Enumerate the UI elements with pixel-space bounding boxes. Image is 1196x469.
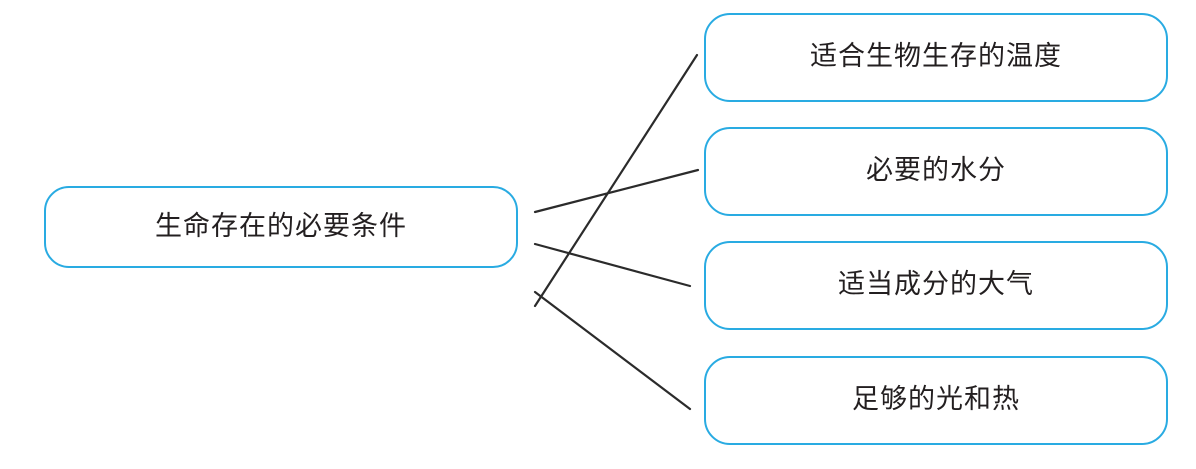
connector-line-3: [533, 290, 692, 411]
branch-node-label: 必要的水分: [866, 155, 1006, 187]
branch-node-label: 足够的光和热: [852, 384, 1020, 416]
branch-node-label: 适合生物生存的温度: [810, 41, 1062, 73]
root-node-label: 生命存在的必要条件: [155, 210, 407, 242]
branch-node-temperature[interactable]: 适合生物生存的温度: [704, 13, 1168, 102]
branch-node-light-heat[interactable]: 足够的光和热: [704, 356, 1168, 445]
connector-line-1: [533, 168, 700, 214]
root-node[interactable]: 生命存在的必要条件: [44, 186, 518, 268]
connector-line-0: [533, 53, 699, 308]
branch-node-label: 适当成分的大气: [838, 269, 1034, 301]
connector-line-2: [533, 242, 692, 288]
branch-node-water[interactable]: 必要的水分: [704, 127, 1168, 216]
branch-node-atmosphere[interactable]: 适当成分的大气: [704, 241, 1168, 330]
